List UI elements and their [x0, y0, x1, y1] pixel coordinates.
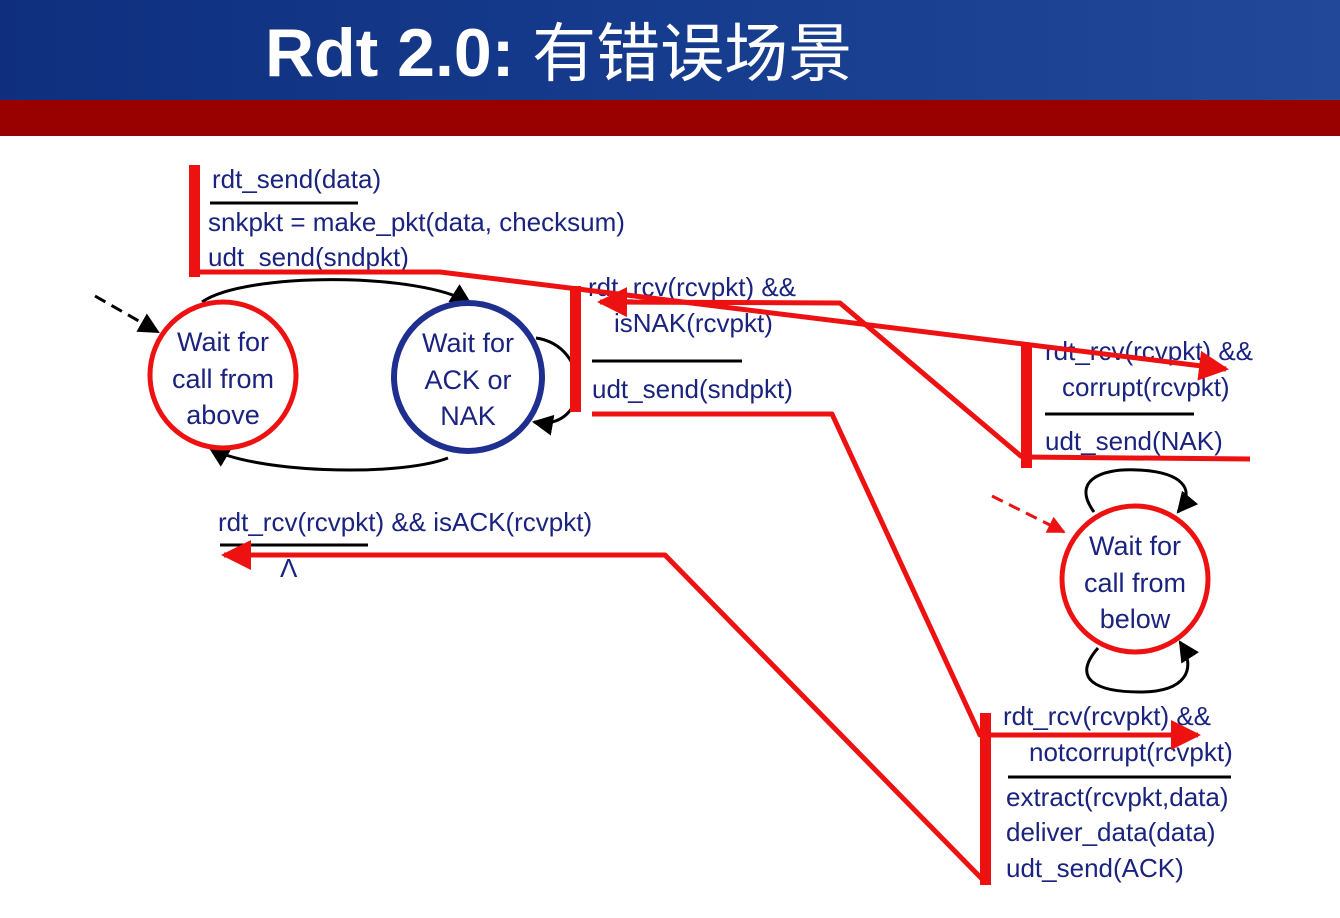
transition-action: udt_send(sndpkt) — [208, 242, 409, 272]
transition-event: rdt_rcv(rcvpkt) && — [1003, 701, 1211, 731]
transition-action: snkpkt = make_pkt(data, checksum) — [208, 207, 625, 237]
transition-action: deliver_data(data) — [1006, 817, 1216, 847]
transition-event: rdt_send(data) — [212, 164, 381, 194]
transition-action: udt_send(sndpkt) — [592, 374, 793, 404]
slide-title: Rdt 2.0: 有错误场景 — [265, 8, 852, 98]
state-label: below — [1100, 604, 1171, 634]
flow-nak-to-sender — [597, 287, 1024, 459]
state-label: call from — [172, 364, 274, 394]
state-label: Wait for — [177, 327, 269, 357]
highlight-bar — [980, 713, 991, 885]
state-label: Wait for — [422, 328, 514, 358]
state-label: NAK — [440, 401, 496, 431]
transition-action: udt_send(NAK) — [1045, 426, 1223, 456]
flow-nak-underline — [1021, 454, 1251, 462]
state-label: call from — [1084, 568, 1186, 598]
state-label: above — [186, 400, 260, 430]
transition-event: notcorrupt(rcvpkt) — [1029, 737, 1233, 767]
receiver-initial-arrow — [991, 494, 1066, 534]
transition-action: udt_send(ACK) — [1006, 853, 1184, 883]
corrupt-self-loop-arrow — [1084, 468, 1199, 514]
state-wait-call-above — [147, 299, 299, 451]
flow-resend-to-receiver — [592, 411, 1201, 750]
transition-event: rdt_rcv(rcvpkt) && — [588, 272, 796, 302]
slide-title-cjk: 有错误场景 — [514, 18, 853, 90]
notcorrupt-self-loop-arrow — [1085, 640, 1200, 694]
flow-send-to-receiver — [200, 269, 1229, 381]
title-underline-bar — [0, 100, 1340, 136]
transition-event: isNAK(rcvpkt) — [614, 308, 773, 338]
state-label: ACK or — [424, 365, 511, 395]
slide-title-latin: Rdt 2.0: — [265, 15, 515, 91]
transition-action: Λ — [280, 553, 298, 583]
highlight-bar — [1021, 346, 1032, 468]
transition-event: corrupt(rcvpkt) — [1062, 372, 1230, 402]
title-bar — [0, 0, 1340, 100]
highlight-bar — [189, 165, 200, 277]
ack-transition-arrow — [208, 446, 449, 472]
sender-initial-arrow — [94, 294, 160, 334]
transition-event: rdt_rcv(rcvpkt) && isACK(rcvpkt) — [218, 507, 592, 537]
flow-ack-to-sender — [221, 540, 987, 884]
state-label: Wait for — [1089, 531, 1181, 561]
transition-action: extract(rcvpkt,data) — [1006, 782, 1229, 812]
highlight-bar — [570, 286, 581, 412]
send-transition-arrow — [201, 278, 472, 305]
state-wait-ack-nak — [391, 300, 545, 454]
state-wait-call-below — [1059, 503, 1211, 655]
